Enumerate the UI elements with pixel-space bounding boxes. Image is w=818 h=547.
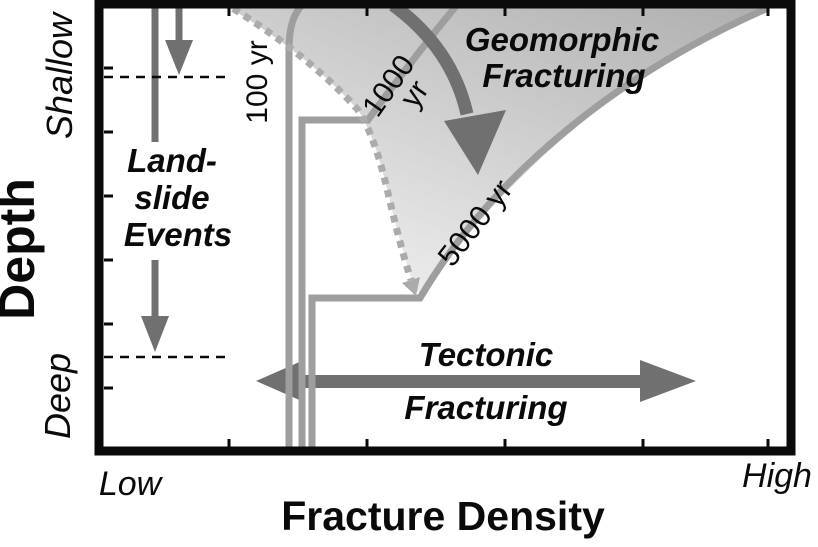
landslide-label-line2: slide xyxy=(134,179,209,216)
landslide-label-line1: Land- xyxy=(127,142,217,179)
geomorphic-label-line2: Fracturing xyxy=(482,57,645,94)
geomorphic-label-line1: Geomorphic xyxy=(465,21,659,58)
landslide-label-line3: Events xyxy=(124,216,232,253)
x-axis-title: Fracture Density xyxy=(281,493,605,539)
geomorphic-shaded-region xyxy=(222,4,768,295)
y-axis-bottom-label: Deep xyxy=(37,353,78,439)
tectonic-label-line1: Tectonic xyxy=(419,336,553,373)
plot-frame xyxy=(94,0,796,456)
y-axis-top-label: Shallow xyxy=(39,11,80,139)
landslide-arrows xyxy=(141,8,193,352)
depth-marker-dashed-lines xyxy=(104,75,226,359)
x-axis-left-label: Low xyxy=(99,465,164,503)
y-axis-title: Depth xyxy=(0,178,45,320)
tectonic-label-line2: Fracturing xyxy=(404,389,567,426)
curve-5000yr xyxy=(308,4,770,451)
geomorphic-fracturing-arrow xyxy=(389,0,506,175)
curve-1000yr xyxy=(298,3,459,451)
fracture-front-dashed-curve xyxy=(220,0,415,282)
fracture-front-arrowhead-icon xyxy=(402,277,420,296)
x-axis-right-label: High xyxy=(742,457,812,495)
curve-label-100yr: 100 yr xyxy=(241,40,274,123)
axis-ticks xyxy=(104,8,770,447)
